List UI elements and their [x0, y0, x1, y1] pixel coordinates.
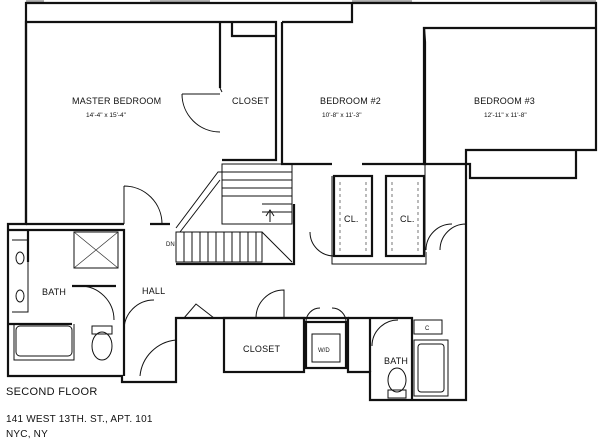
- closet-bottom: [222, 316, 306, 374]
- exterior-wall: [6, 1, 598, 402]
- closet-wall: [230, 22, 276, 38]
- washer-dryer: [304, 320, 348, 370]
- bedroom-3-label: BEDROOM #3: [474, 96, 535, 106]
- closet-bottom-label: CLOSET: [243, 344, 281, 354]
- stair: [175, 163, 296, 266]
- closet-top-label: CLOSET: [232, 96, 270, 106]
- master-bedroom-label: MASTER BEDROOM: [72, 96, 161, 106]
- city-line: NYC, NY: [6, 429, 48, 440]
- closet-cl-left: [332, 174, 374, 258]
- closet-cl-right-label: CL.: [400, 214, 415, 224]
- closet-cl-right: [384, 174, 426, 258]
- stair-dn-label: DN: [166, 242, 175, 248]
- floor-title: SECOND FLOOR: [6, 386, 98, 398]
- master-bedroom-dims: 14'-4" x 15'-4": [86, 112, 127, 119]
- master-bedroom-wall: [24, 20, 278, 226]
- address-line: 141 WEST 13TH. ST., APT. 101: [6, 414, 153, 425]
- bedroom-2-label: BEDROOM #2: [320, 96, 381, 106]
- closet-cl-left-label: CL.: [344, 214, 359, 224]
- bedroom-2-wall: [280, 3, 596, 166]
- small-closet-label: C: [425, 326, 430, 332]
- hall-label: HALL: [142, 286, 165, 296]
- bath-right-wall: [348, 316, 414, 400]
- wd-label: W/D: [318, 348, 330, 354]
- bath-left-wall: [8, 228, 126, 376]
- bedroom-2-dims: 10'-8" x 11'-3": [322, 112, 362, 119]
- bath-left-label: BATH: [42, 287, 66, 297]
- bath-right-label: BATH: [384, 356, 408, 366]
- bedroom-3-wall: [422, 28, 578, 180]
- bedroom-3-dims: 12'-11" x 11'-8": [484, 112, 527, 119]
